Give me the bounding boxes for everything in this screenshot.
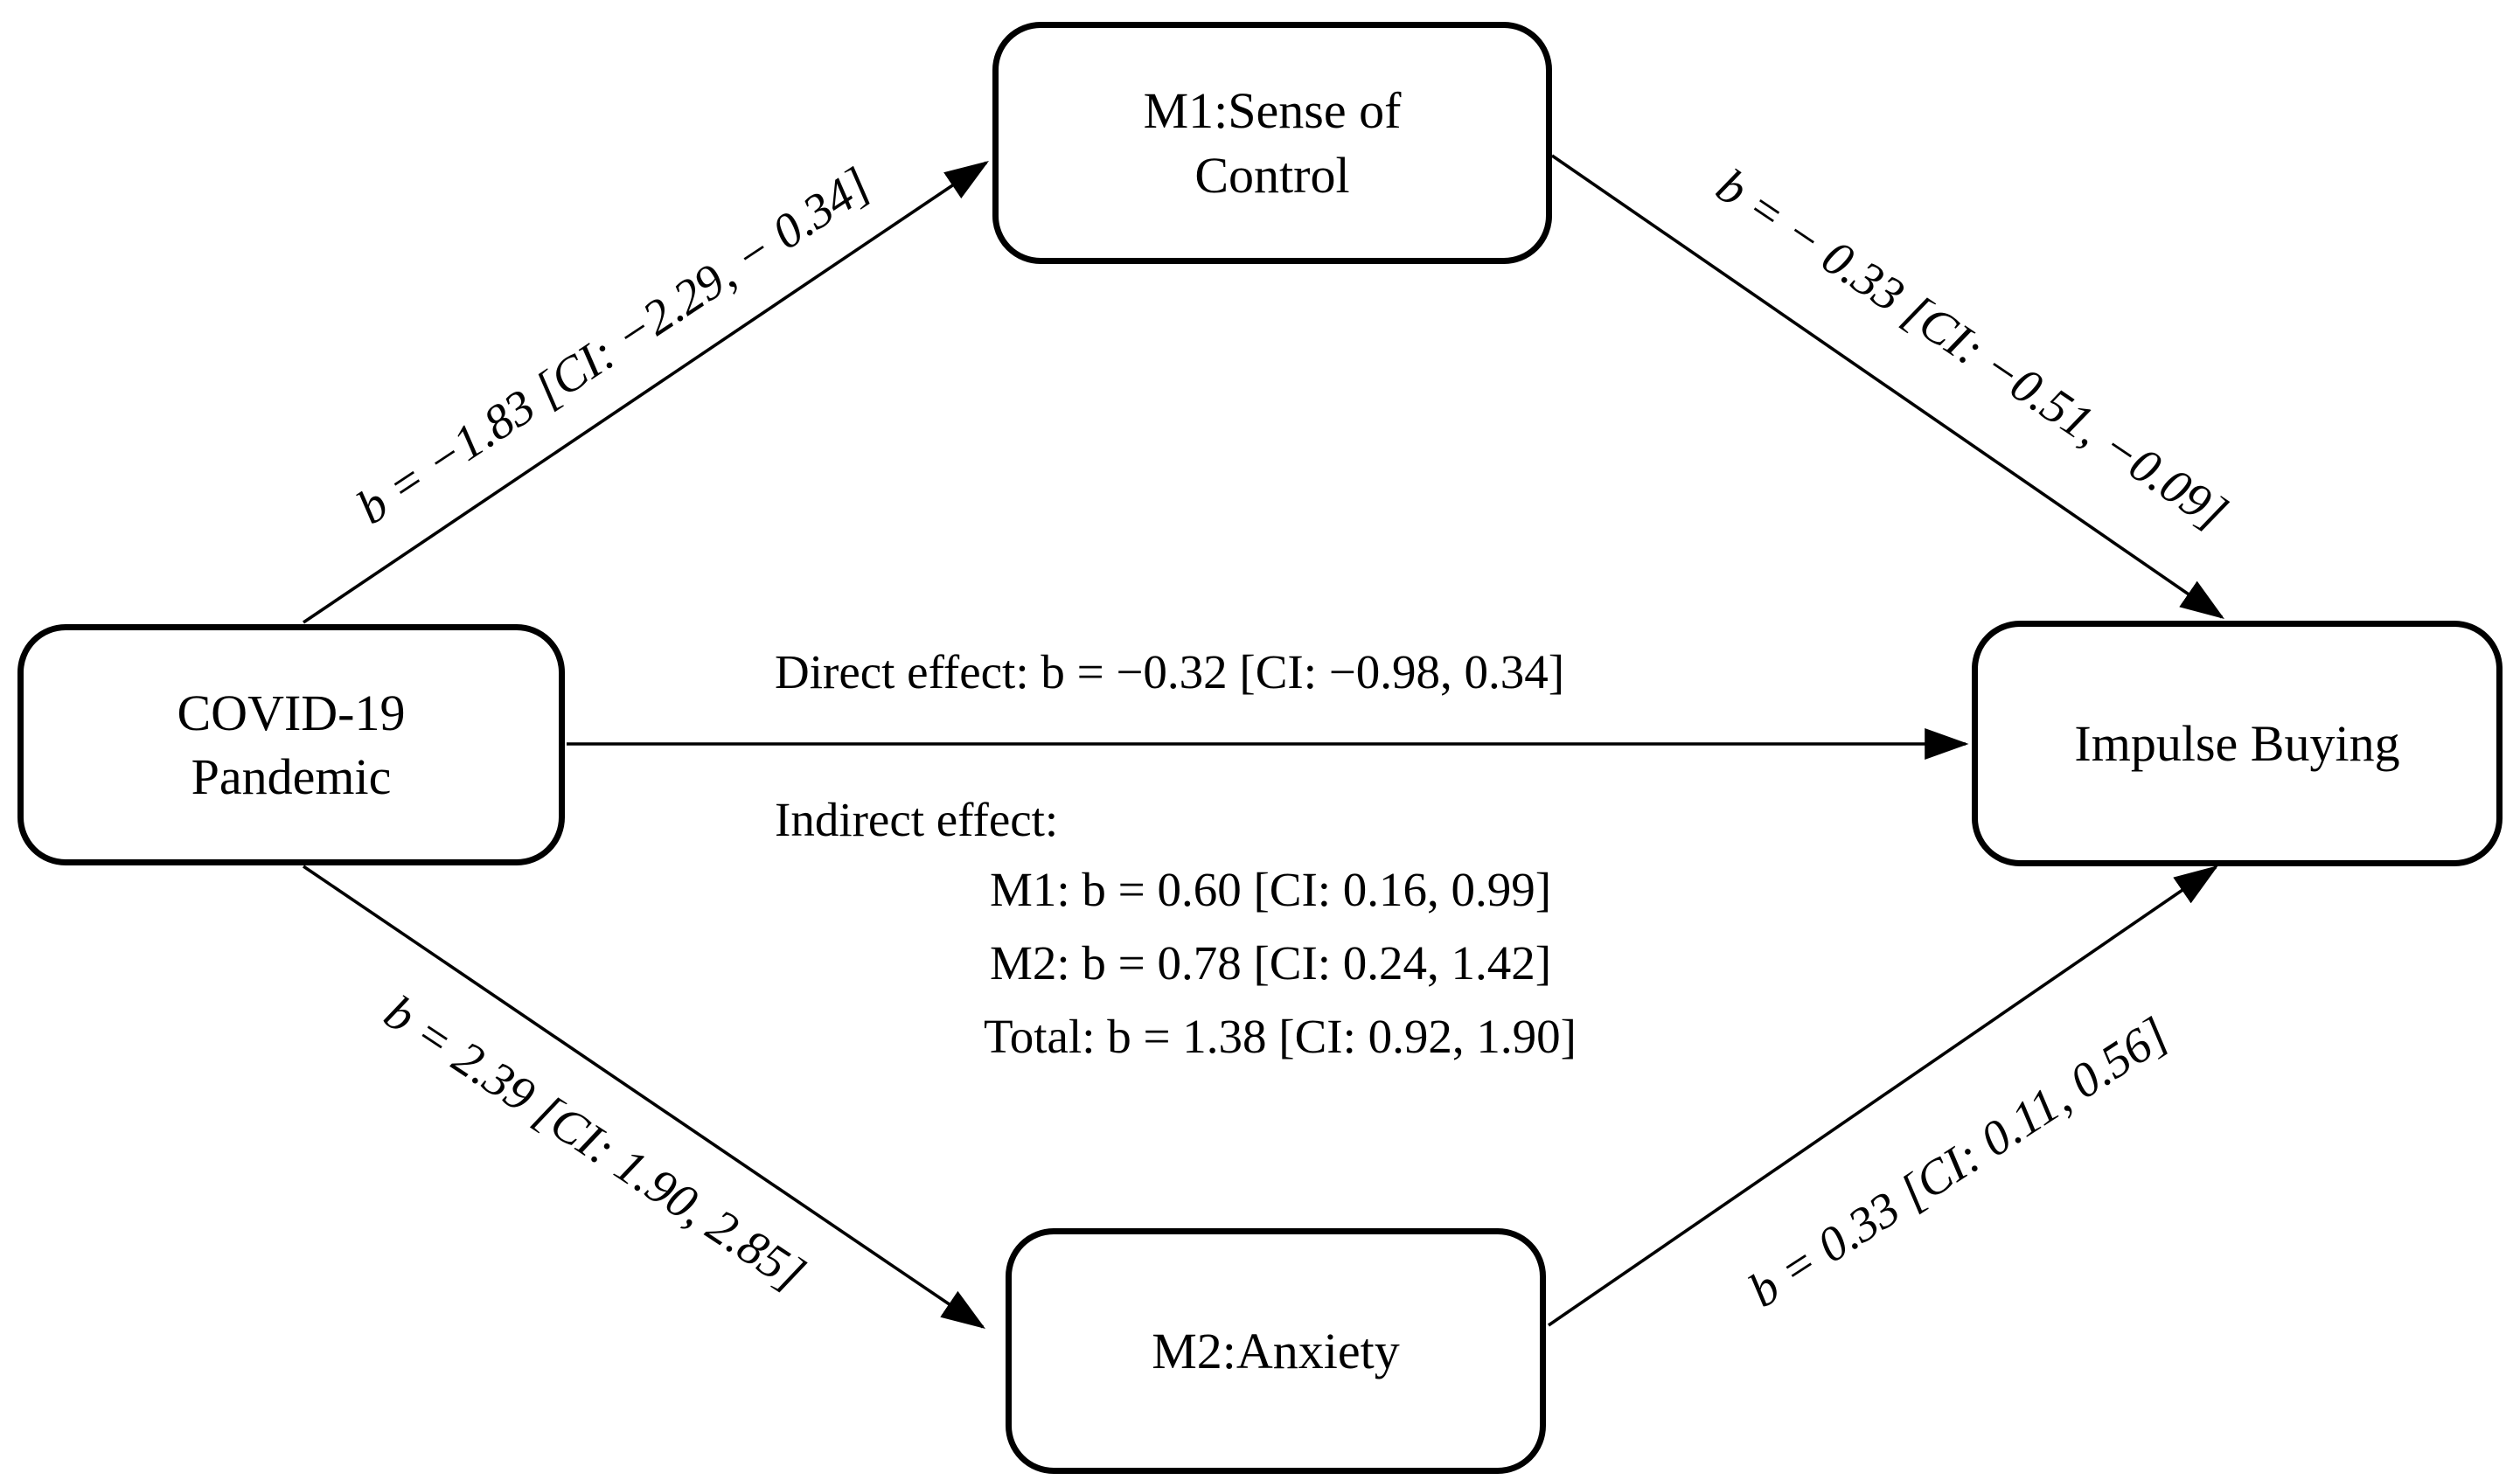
node-m2-label: M2:Anxiety	[1152, 1322, 1400, 1379]
node-m1-label-line1: M1:Sense of	[1143, 82, 1402, 140]
direct-effect-label: Direct effect: b = −0.32 [CI: −0.98, 0.3…	[775, 645, 1565, 698]
arrow-m1-to-impulse	[1550, 154, 2224, 620]
node-covid-label-line2: Pandemic	[191, 748, 392, 805]
node-covid-label-line1: COVID-19	[177, 684, 406, 741]
node-impulse-label: Impulse Buying	[2074, 714, 2400, 772]
node-covid-pandemic: COVID-19 Pandemic	[17, 624, 565, 865]
indirect-effect-m1: M1: b = 0.60 [CI: 0.16, 0.99]	[990, 863, 1552, 916]
node-m1-label-line2: Control	[1194, 146, 1350, 204]
indirect-effect-heading: Indirect effect:	[775, 793, 1059, 846]
arrow-covid-to-m1	[302, 160, 989, 624]
node-impulse-buying: Impulse Buying	[1972, 621, 2503, 866]
node-m1-sense-of-control: M1:Sense of Control	[992, 22, 1552, 264]
arrow-covid-to-m2	[302, 865, 985, 1330]
node-m2-anxiety: M2:Anxiety	[1006, 1228, 1546, 1474]
indirect-effect-m2: M2: b = 0.78 [CI: 0.24, 1.42]	[990, 936, 1552, 990]
arrow-m2-to-impulse	[1547, 865, 2218, 1327]
indirect-effect-total: Total: b = 1.38 [CI: 0.92, 1.90]	[984, 1010, 1577, 1063]
